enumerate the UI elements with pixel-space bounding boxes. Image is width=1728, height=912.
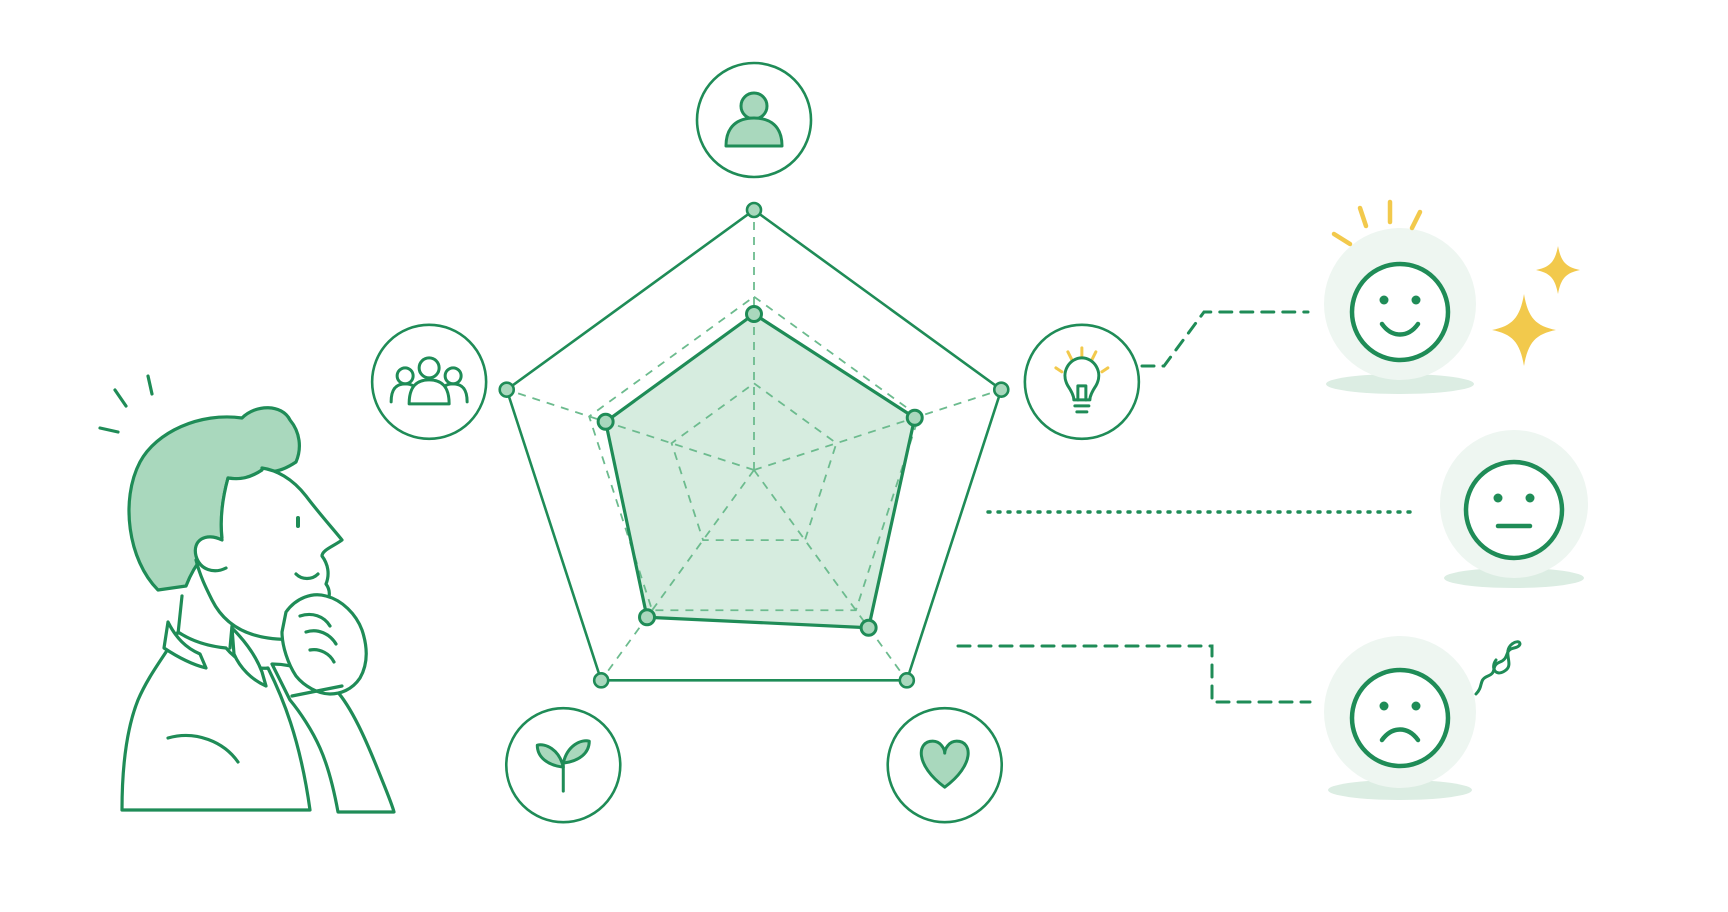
shoulder-detail xyxy=(166,733,240,764)
radar-point-person xyxy=(745,305,763,323)
mood-eye xyxy=(1493,493,1503,503)
person-icon-part xyxy=(739,91,769,121)
person-icon xyxy=(724,91,784,148)
heart-icon-part xyxy=(919,739,970,789)
thought-mark xyxy=(98,426,120,434)
connector-sad xyxy=(956,644,1312,704)
lightbulb-icon-part xyxy=(1054,346,1110,374)
radar-grid-ring xyxy=(588,295,920,612)
axis-badge-team xyxy=(370,323,488,441)
star-icon xyxy=(1492,294,1556,366)
group-icon-part xyxy=(417,356,441,380)
radar-outer-ring xyxy=(505,208,1003,682)
hand-finger xyxy=(308,648,336,664)
collar xyxy=(230,626,268,688)
ear xyxy=(193,535,228,573)
mood-shadow xyxy=(1326,374,1474,394)
lightbulb-icon-part xyxy=(1066,350,1074,362)
radar-point-team xyxy=(596,412,615,431)
heart-icon xyxy=(919,739,970,789)
mood-eye xyxy=(1411,295,1421,305)
group-icon-part xyxy=(443,366,463,386)
smiley-happy-icon xyxy=(1349,261,1451,363)
mood-eye xyxy=(1379,295,1389,305)
lightbulb-icon xyxy=(1054,346,1110,414)
sprout-icon xyxy=(535,739,591,793)
mood-neutral xyxy=(1440,430,1588,588)
mood-mouth xyxy=(1379,727,1421,743)
hand-finger xyxy=(298,612,332,628)
neck xyxy=(176,594,184,636)
radar-point-growth xyxy=(638,608,657,627)
body xyxy=(120,630,312,812)
thinking-person-illustration xyxy=(98,374,396,814)
lightbulb-icon-part xyxy=(1076,384,1088,402)
connectors xyxy=(956,310,1414,704)
mood-eye xyxy=(1379,701,1389,711)
radar-spoke-growth xyxy=(600,469,755,681)
sprout-icon-part xyxy=(561,739,591,765)
sparkle-rays xyxy=(1331,199,1423,247)
radar-data-outline xyxy=(604,312,917,630)
lightbulb-icon-part xyxy=(1100,366,1110,374)
sleeve-cuff xyxy=(290,684,344,698)
smile xyxy=(294,572,320,581)
radar-grid-ring xyxy=(670,382,838,542)
radar-spoke-team xyxy=(506,388,755,471)
group-icon-part xyxy=(395,366,415,386)
radar-vertex-growth xyxy=(592,672,610,689)
thought-mark xyxy=(113,388,128,408)
collar xyxy=(162,620,208,670)
mood-mouth xyxy=(1379,321,1421,337)
star-icon xyxy=(1536,246,1580,294)
radar-chart xyxy=(370,61,1141,824)
axis-badge-growth xyxy=(504,706,622,824)
mood-eye xyxy=(1525,493,1535,503)
mood-shadow xyxy=(1328,780,1472,800)
connector-happy xyxy=(1140,310,1310,368)
person-icon-part xyxy=(724,116,784,148)
group-icon-part xyxy=(407,378,451,406)
lightbulb-icon-part xyxy=(1063,356,1101,402)
axis-badge-care xyxy=(886,706,1004,824)
radar-vertex-team xyxy=(498,381,516,398)
radar-spoke-ideas xyxy=(753,388,1002,471)
axis-badge-ideas xyxy=(1023,323,1141,441)
radar-vertex-care xyxy=(898,672,916,689)
radar-data-area xyxy=(605,314,915,628)
hand xyxy=(280,593,368,696)
mood-sad xyxy=(1324,636,1522,800)
mood-eye xyxy=(1411,701,1421,711)
smiley-sad-icon xyxy=(1349,667,1451,769)
lightbulb-icon-part xyxy=(1090,350,1098,362)
thought-mark xyxy=(146,374,154,396)
radar-point-ideas xyxy=(905,408,924,427)
radar-spoke-care xyxy=(753,469,908,681)
group-icon xyxy=(389,356,469,406)
squiggle-icon xyxy=(1474,640,1522,696)
mood-happy xyxy=(1324,199,1580,394)
hand-finger xyxy=(304,629,338,646)
sprout-icon-part xyxy=(535,743,565,769)
smiley-neutral-icon xyxy=(1463,459,1565,561)
axis-badge-person xyxy=(695,61,813,179)
radar-vertex-ideas xyxy=(992,381,1010,398)
lightbulb-icon-part xyxy=(1054,366,1064,374)
radar-vertex-person xyxy=(745,201,763,219)
radar-point-care xyxy=(859,618,878,637)
